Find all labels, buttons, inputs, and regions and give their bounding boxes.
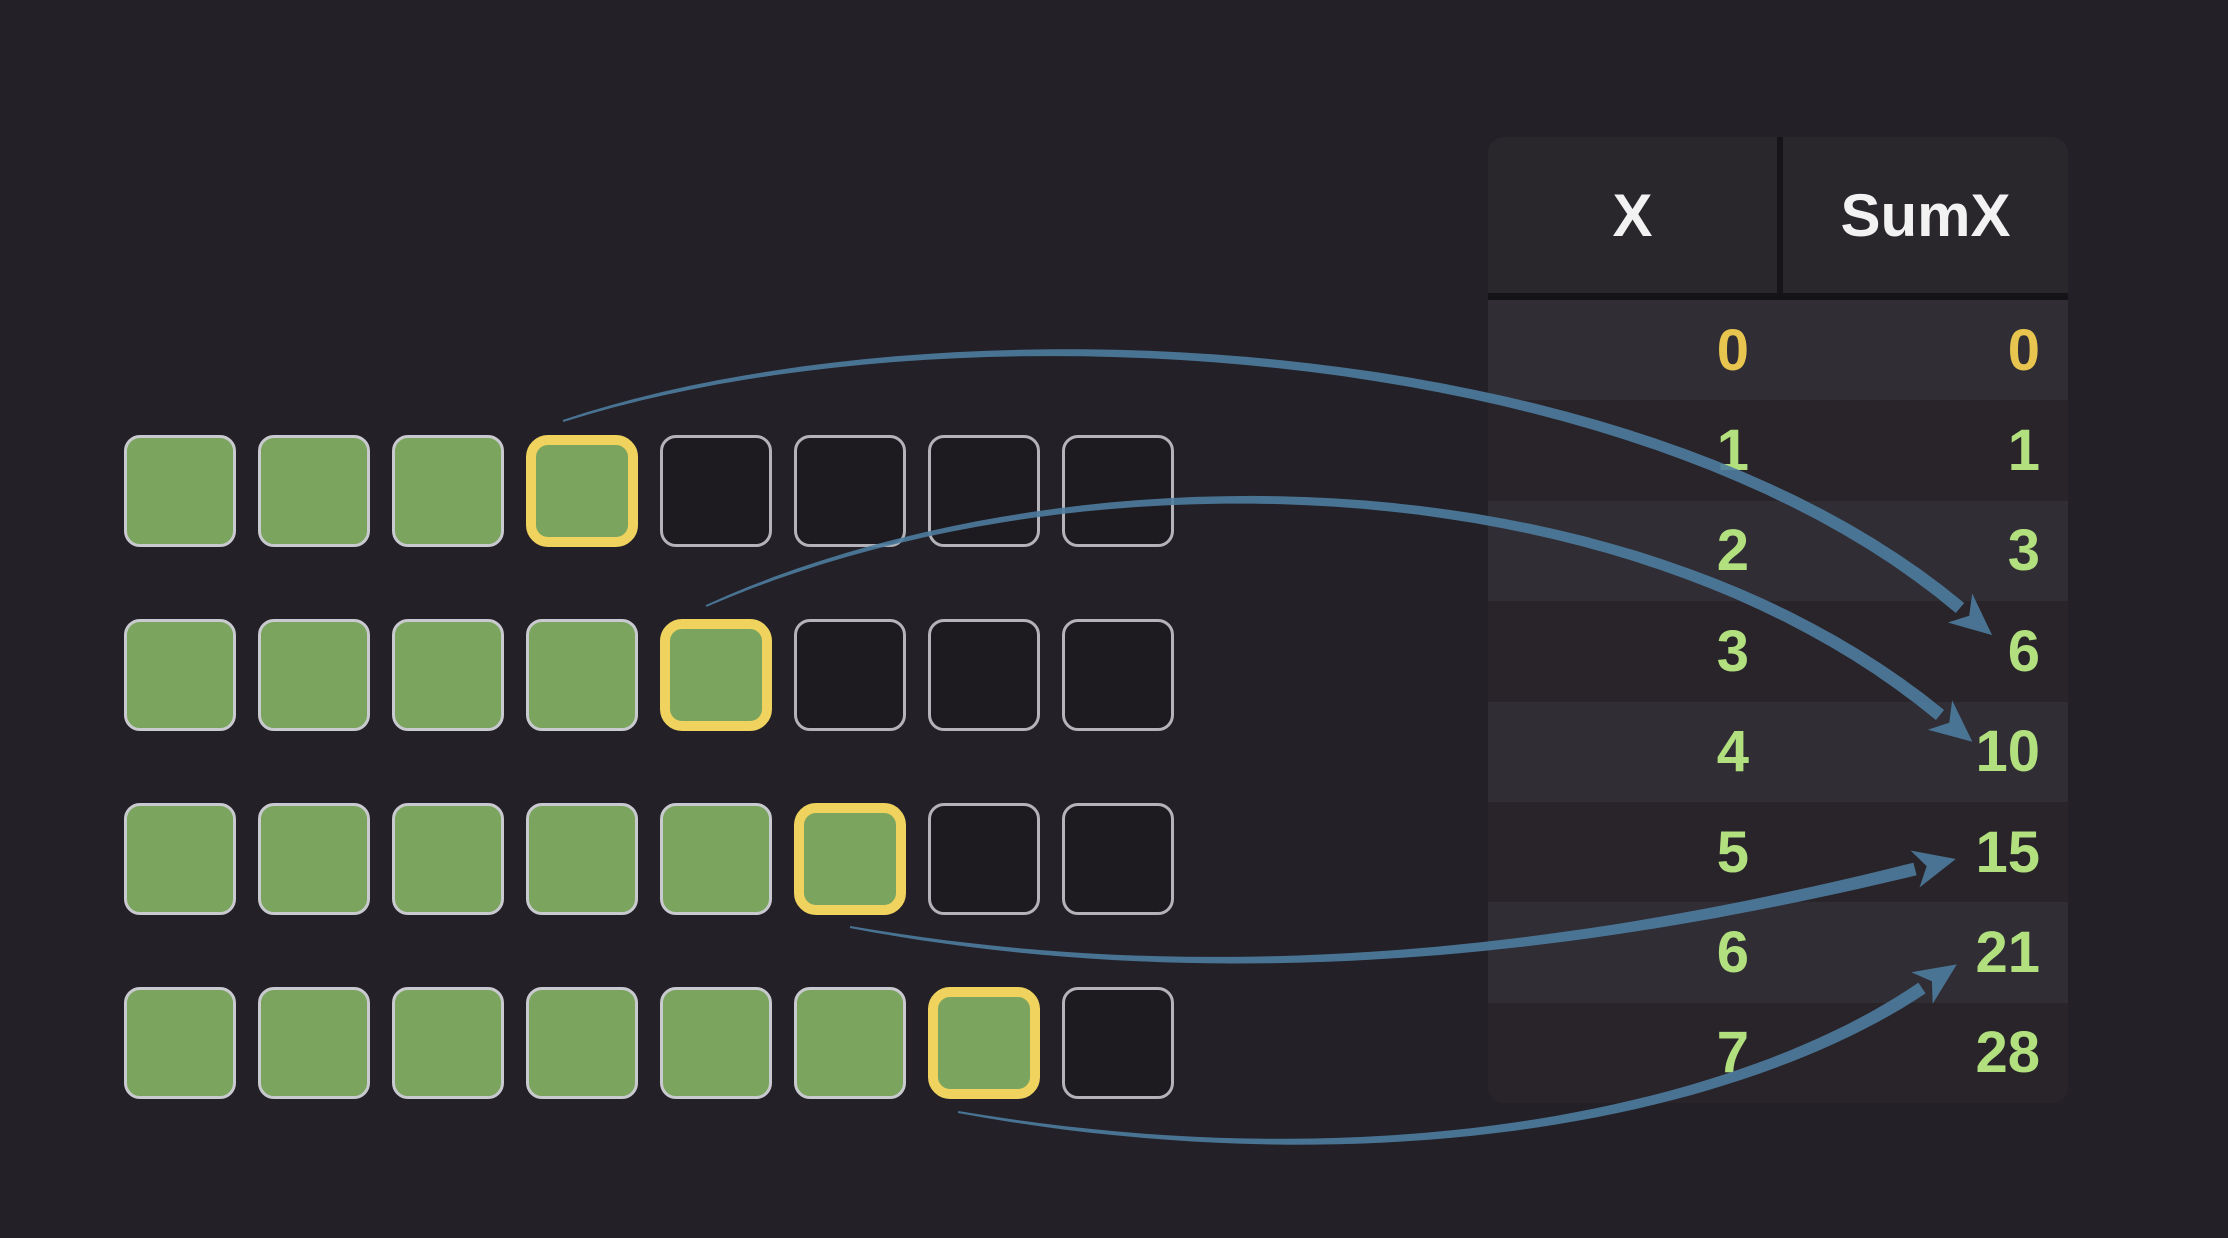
sumx-value: 21 [1975,919,2040,985]
grid-square-filled [124,435,236,547]
grid-square-empty [660,435,772,547]
grid-square-filled [258,803,370,915]
grid-square-highlighted [526,435,638,547]
column-header-x: X [1488,137,1777,293]
grid-square-filled [526,619,638,731]
sumx-value: 1 [2007,418,2040,484]
grid-square-empty [1062,803,1174,915]
table-row: 6 21 [1488,902,2068,1003]
grid-square-filled [660,987,772,1099]
grid-square-filled [660,803,772,915]
grid-square-filled [124,619,236,731]
grid-square-filled [258,619,370,731]
grid-square-empty [794,435,906,547]
grid-square-empty [1062,619,1174,731]
header-column-divider [1777,137,1783,293]
grid-square-filled [124,987,236,1099]
grid-square-empty [928,803,1040,915]
grid-square-empty [794,619,906,731]
table-header-row: X SumX [1488,137,2068,300]
table-row: 7 28 [1488,1002,2068,1103]
sumx-value: 6 [2007,618,2040,684]
grid-square-filled [124,803,236,915]
x-value: 7 [1716,1020,1749,1086]
x-value: 5 [1716,819,1749,885]
grid-square-highlighted [660,619,772,731]
sumx-value: 0 [2007,317,2040,383]
grid-square-filled [526,803,638,915]
x-value: 4 [1716,719,1749,785]
sumx-value: 10 [1975,719,2040,785]
grid-square-filled [258,435,370,547]
grid-square-filled [392,803,504,915]
x-value: 1 [1716,418,1749,484]
grid-square-filled [392,987,504,1099]
x-value: 6 [1716,919,1749,985]
grid-square-empty [928,435,1040,547]
grid-square-highlighted [794,803,906,915]
x-value: 0 [1716,317,1749,383]
x-value: 3 [1716,618,1749,684]
grid-square-filled [794,987,906,1099]
grid-square-empty [1062,987,1174,1099]
grid-square-filled [526,987,638,1099]
sumx-value: 3 [2007,518,2040,584]
grid-square-empty [1062,435,1174,547]
sumx-value: 28 [1975,1020,2040,1086]
grid-square-filled [258,987,370,1099]
table-row: 5 15 [1488,801,2068,903]
grid-square-filled [392,619,504,731]
column-header-sumx: SumX [1783,137,2068,293]
x-value: 2 [1716,518,1749,584]
grid-square-filled [392,435,504,547]
grid-square-empty [928,619,1040,731]
table-row: 4 10 [1488,701,2068,802]
grid-square-highlighted [928,987,1040,1099]
sumx-value: 15 [1975,819,2040,885]
